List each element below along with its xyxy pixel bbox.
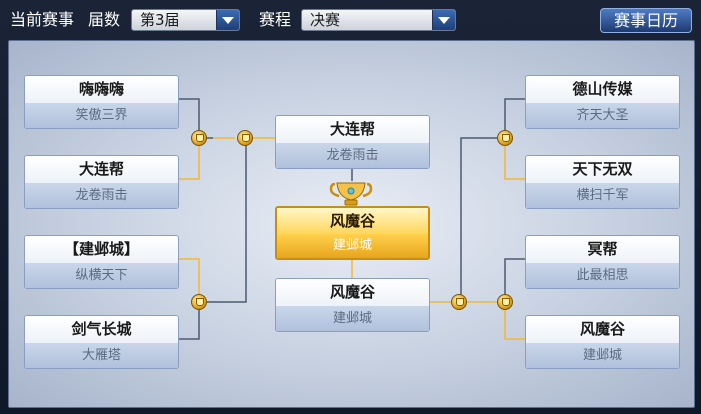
stage-label: 赛程 xyxy=(259,10,292,29)
match-cup-icon[interactable] xyxy=(451,294,467,310)
team-card-right-4[interactable]: 风魔谷 建邺城 xyxy=(525,315,680,369)
champion-name: 风魔谷 xyxy=(277,208,428,234)
season-label: 届数 xyxy=(88,10,121,29)
stage-value: 决赛 xyxy=(310,11,341,29)
team-name: 天下无双 xyxy=(526,156,679,183)
team-name: 嗨嗨嗨 xyxy=(25,76,178,103)
team-card-left-2[interactable]: 大连帮 龙卷雨击 xyxy=(24,155,179,209)
team-card-left-4[interactable]: 剑气长城 大雁塔 xyxy=(24,315,179,369)
team-server: 此最相思 xyxy=(526,263,679,288)
team-name: 大连帮 xyxy=(276,116,429,143)
stage-select[interactable]: 决赛 xyxy=(301,9,456,31)
team-card-right-3[interactable]: 冥帮 此最相思 xyxy=(525,235,680,289)
bracket-panel: 嗨嗨嗨 笑傲三界 大连帮 龙卷雨击 【建邺城】 纵横天下 剑气长城 大雁塔 德山… xyxy=(8,40,695,408)
team-name: 风魔谷 xyxy=(526,316,679,343)
team-name: 风魔谷 xyxy=(276,279,429,306)
match-cup-icon[interactable] xyxy=(191,294,207,310)
finalist-card-bottom[interactable]: 风魔谷 建邺城 xyxy=(275,278,430,332)
champion-card[interactable]: 风魔谷 建邺城 xyxy=(275,206,430,260)
team-server: 龙卷雨击 xyxy=(25,183,178,208)
team-name: 剑气长城 xyxy=(25,316,178,343)
trophy-icon xyxy=(329,182,373,206)
team-server: 建邺城 xyxy=(276,306,429,331)
current-event-label: 当前赛事 xyxy=(10,10,75,29)
season-select[interactable]: 第3届 xyxy=(131,9,240,31)
team-name: 【建邺城】 xyxy=(25,236,178,263)
team-name: 德山传媒 xyxy=(526,76,679,103)
team-card-left-3[interactable]: 【建邺城】 纵横天下 xyxy=(24,235,179,289)
match-cup-icon[interactable] xyxy=(237,130,253,146)
match-cup-icon[interactable] xyxy=(191,130,207,146)
season-value: 第3届 xyxy=(140,11,180,29)
team-card-left-1[interactable]: 嗨嗨嗨 笑傲三界 xyxy=(24,75,179,129)
team-server: 大雁塔 xyxy=(25,343,178,368)
team-server: 齐天大圣 xyxy=(526,103,679,128)
match-cup-icon[interactable] xyxy=(497,294,513,310)
chevron-down-icon[interactable] xyxy=(216,10,239,30)
team-card-right-1[interactable]: 德山传媒 齐天大圣 xyxy=(525,75,680,129)
bracket-lines xyxy=(179,98,525,340)
team-name: 大连帮 xyxy=(25,156,178,183)
team-server: 纵横天下 xyxy=(25,263,178,288)
team-server: 横扫千军 xyxy=(526,183,679,208)
team-card-right-2[interactable]: 天下无双 横扫千军 xyxy=(525,155,680,209)
team-server: 笑傲三界 xyxy=(25,103,178,128)
chevron-down-icon[interactable] xyxy=(432,10,455,30)
champion-server: 建邺城 xyxy=(277,234,428,258)
event-calendar-button[interactable]: 赛事日历 xyxy=(600,8,692,33)
team-name: 冥帮 xyxy=(526,236,679,263)
team-server: 建邺城 xyxy=(526,343,679,368)
top-bar: 当前赛事 届数 第3届 赛程 决赛 赛事日历 xyxy=(0,0,701,40)
finalist-card-top[interactable]: 大连帮 龙卷雨击 xyxy=(275,115,430,169)
match-cup-icon[interactable] xyxy=(497,130,513,146)
team-server: 龙卷雨击 xyxy=(276,143,429,168)
